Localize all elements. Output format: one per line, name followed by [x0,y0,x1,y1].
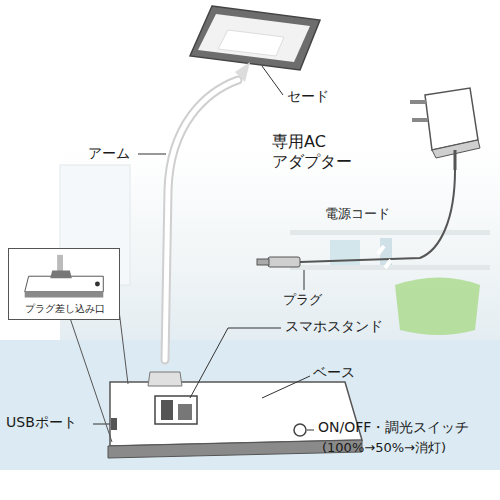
usb-label: USBポート [6,414,77,432]
cord-label: 電源コード [325,206,390,222]
shade-label: セード [287,88,329,106]
adapter-label: 専用AC アダプター [272,132,372,172]
plug-label: プラグ [283,292,322,308]
base-label: ベース [313,364,355,382]
switch-label: ON/OFF・調光スイッチ [318,419,469,437]
inset-label: プラグ差し込み口 [25,302,105,316]
stand-label: スマホスタンド [285,318,383,336]
arm-label: アーム [88,145,130,163]
switch-note: (100%→50%→消灯) [322,440,446,456]
inset-box: プラグ差し込み口 [8,248,120,320]
